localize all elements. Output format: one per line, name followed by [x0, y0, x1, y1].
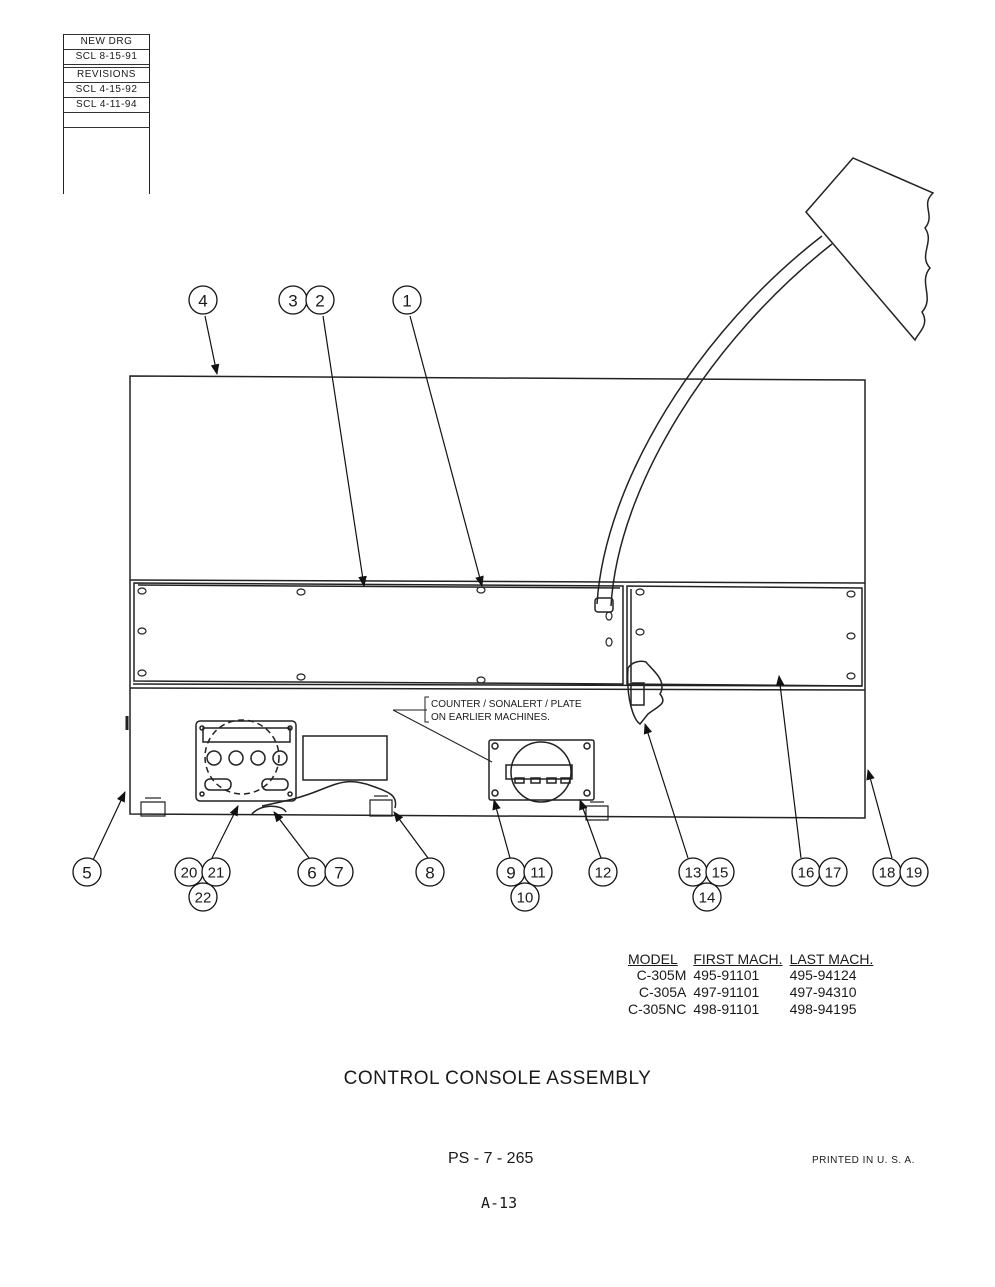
callout-4: 4: [198, 292, 207, 311]
page-number: A-13: [481, 1194, 518, 1212]
callout-3: 3: [288, 292, 297, 311]
callout-10: 10: [517, 890, 534, 907]
table-cell-model: C-305NC: [628, 1001, 687, 1017]
leader-lines: [92, 315, 893, 861]
screw-holes: [137, 586, 856, 684]
table-row: C-305A 497-91101 497-94310: [628, 984, 880, 1001]
table-row: C-305NC 498-91101 498-94195: [628, 1001, 880, 1018]
note-bracket: [392, 696, 493, 763]
callout-1: 1: [402, 292, 411, 311]
table-header-last-mach: LAST MACH.: [789, 951, 874, 967]
revision-entry-blank: [64, 113, 149, 128]
callout-5: 5: [82, 864, 91, 883]
display-window: [302, 735, 388, 781]
panel-latch: [626, 660, 664, 726]
callout-7: 7: [334, 864, 343, 883]
counter-plate: [488, 739, 595, 803]
note-line-1: COUNTER / SONALERT / PLATE: [431, 699, 582, 710]
new-drawing-label: NEW DRG: [64, 34, 149, 50]
revision-block: NEW DRG SCL 8-15-91 REVISIONS SCL 4-15-9…: [63, 34, 150, 194]
upper-right-panel: [626, 585, 863, 687]
callout-2: 2: [315, 292, 324, 311]
table-cell-model: C-305A: [638, 984, 687, 1000]
drawing-title: CONTROL CONSOLE ASSEMBLY: [343, 1068, 652, 1089]
model-serial-table: MODEL FIRST MACH. LAST MACH. C-305M 495-…: [628, 951, 880, 1018]
cutaway-housing: [805, 157, 935, 342]
revision-entry: SCL 4-15-92: [64, 83, 149, 98]
callout-13: 13: [685, 865, 702, 882]
table-cell-model: C-305M: [636, 967, 687, 983]
timer-control-panel: [195, 719, 297, 802]
callout-9: 9: [506, 864, 515, 883]
printed-in-label: PRINTED IN U. S. A.: [812, 1155, 915, 1166]
table-row: C-305M 495-91101 495-94124: [628, 967, 880, 984]
table-cell-last: 495-94124: [789, 967, 857, 983]
callout-12: 12: [595, 865, 612, 882]
callout-8: 8: [425, 864, 434, 883]
table-cell-last: 497-94310: [789, 984, 857, 1000]
callout-21: 21: [208, 865, 225, 882]
callout-20: 20: [181, 865, 198, 882]
table-header-model: MODEL: [628, 951, 678, 967]
callout-22: 22: [195, 890, 212, 907]
callout-14: 14: [699, 890, 716, 907]
upper-left-panel: [133, 582, 624, 685]
callout-6: 6: [307, 864, 316, 883]
callout-16: 16: [798, 865, 815, 882]
conduit-cable: [594, 235, 833, 613]
table-cell-first: 498-91101: [693, 1001, 760, 1017]
table-cell-first: 497-91101: [693, 984, 760, 1000]
table-header-first-mach: FIRST MACH.: [693, 951, 783, 967]
revision-entry: SCL 4-11-94: [64, 98, 149, 113]
callout-15: 15: [712, 865, 729, 882]
wire-harness: [261, 780, 397, 809]
callout-11: 11: [530, 865, 546, 882]
table-cell-last: 498-94195: [789, 1001, 857, 1017]
callout-18: 18: [879, 865, 896, 882]
callout-bubbles: [72, 285, 929, 912]
table-cell-first: 495-91101: [693, 967, 760, 983]
callout-17: 17: [825, 865, 842, 882]
note-line-2: ON EARLIER MACHINES.: [431, 712, 550, 723]
revisions-label: REVISIONS: [64, 67, 149, 83]
part-number: PS - 7 - 265: [448, 1150, 534, 1167]
callout-19: 19: [906, 865, 923, 882]
new-drawing-entry: SCL 8-15-91: [64, 50, 149, 65]
